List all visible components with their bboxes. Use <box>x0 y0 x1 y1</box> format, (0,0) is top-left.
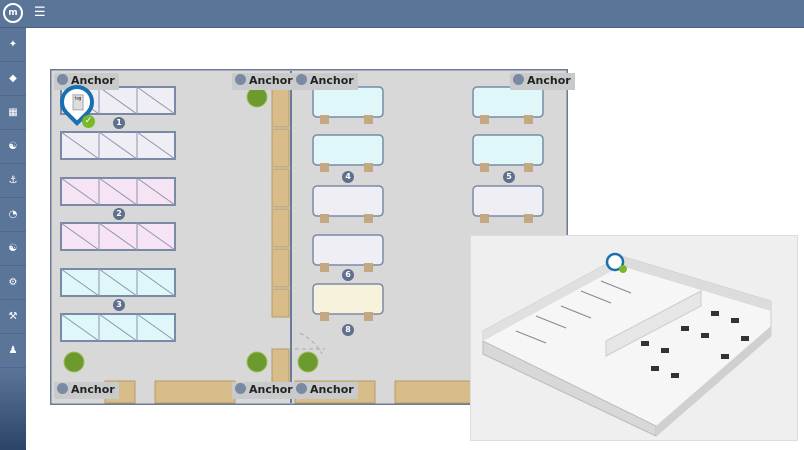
zone-number[interactable]: 3 <box>113 299 125 311</box>
anchor-text: Anchor <box>527 74 571 87</box>
anchor-pin-icon <box>296 383 307 394</box>
sidebar-item-users[interactable]: ☯ <box>0 130 26 164</box>
anchor-icon: ⚓ <box>8 175 18 186</box>
anchor-text: Anchor <box>310 74 354 87</box>
anchor-text: Anchor <box>71 74 115 87</box>
sidebar-item-assets[interactable]: ◆ <box>0 62 26 96</box>
sidebar-item-anchors[interactable]: ⚓ <box>0 164 26 198</box>
sidebar-item-settings[interactable]: ⚙ <box>0 266 26 300</box>
anchor-label[interactable]: Anchor <box>293 73 358 90</box>
isometric-3d-view[interactable] <box>470 235 798 441</box>
anchor-pin-icon <box>57 74 68 85</box>
tag-text: tag <box>74 95 82 101</box>
anchor-text: Anchor <box>310 383 354 396</box>
person-icon: ♟ <box>8 345 18 356</box>
anchor-pin-icon <box>296 74 307 85</box>
pie-chart-icon: ◔ <box>8 209 18 220</box>
sidebar-item-tools[interactable]: ⚒ <box>0 300 26 334</box>
anchor-label[interactable]: Anchor <box>232 382 297 399</box>
map-icon: ▦ <box>8 107 18 118</box>
anchor-text: Anchor <box>249 383 293 396</box>
tag-icon: tag <box>72 94 84 111</box>
anchor-text: Anchor <box>249 74 293 87</box>
user-icon: ☯ <box>8 243 18 254</box>
sidebar-item-account[interactable]: ♟ <box>0 334 26 368</box>
sidebar-item-reports[interactable]: ◔ <box>0 198 26 232</box>
sidebar-item-map[interactable]: ▦ <box>0 96 26 130</box>
zone-number[interactable]: 6 <box>342 269 354 281</box>
sidebar: ✦ ◆ ▦ ☯ ⚓ ◔ ☯ ⚙ ⚒ ♟ <box>0 28 26 450</box>
isometric-drawing <box>482 252 772 437</box>
anchor-pin-icon <box>57 383 68 394</box>
cube-icon: ◆ <box>9 73 17 84</box>
check-icon: ✓ <box>82 115 95 128</box>
anchor-text: Anchor <box>71 383 115 396</box>
hamburger-icon[interactable]: ☰ <box>34 5 46 20</box>
zone-number[interactable]: 5 <box>503 171 515 183</box>
logo-text: m <box>8 8 18 18</box>
anchor-label[interactable]: Anchor <box>293 382 358 399</box>
sidebar-item-people[interactable]: ☯ <box>0 232 26 266</box>
zone-number[interactable]: 4 <box>342 171 354 183</box>
crosshair-icon: ✦ <box>8 39 18 50</box>
sidebar-footer <box>0 368 26 450</box>
user-icon: ☯ <box>8 141 18 152</box>
zone-number[interactable]: 8 <box>342 324 354 336</box>
anchor-pin-icon <box>513 74 524 85</box>
anchor-label[interactable]: Anchor <box>54 382 119 399</box>
sidebar-item-location[interactable]: ✦ <box>0 28 26 62</box>
anchor-label[interactable]: Anchor <box>510 73 575 90</box>
zone-number[interactable]: 1 <box>113 117 125 129</box>
anchor-label[interactable]: Anchor <box>232 73 297 90</box>
wrench-icon: ⚒ <box>8 311 18 322</box>
anchor-pin-icon <box>235 74 246 85</box>
gear-icon: ⚙ <box>8 277 18 288</box>
zone-number[interactable]: 2 <box>113 208 125 220</box>
app-logo[interactable]: m <box>3 3 23 23</box>
anchor-pin-icon <box>235 383 246 394</box>
top-bar: m ☰ <box>0 0 804 28</box>
